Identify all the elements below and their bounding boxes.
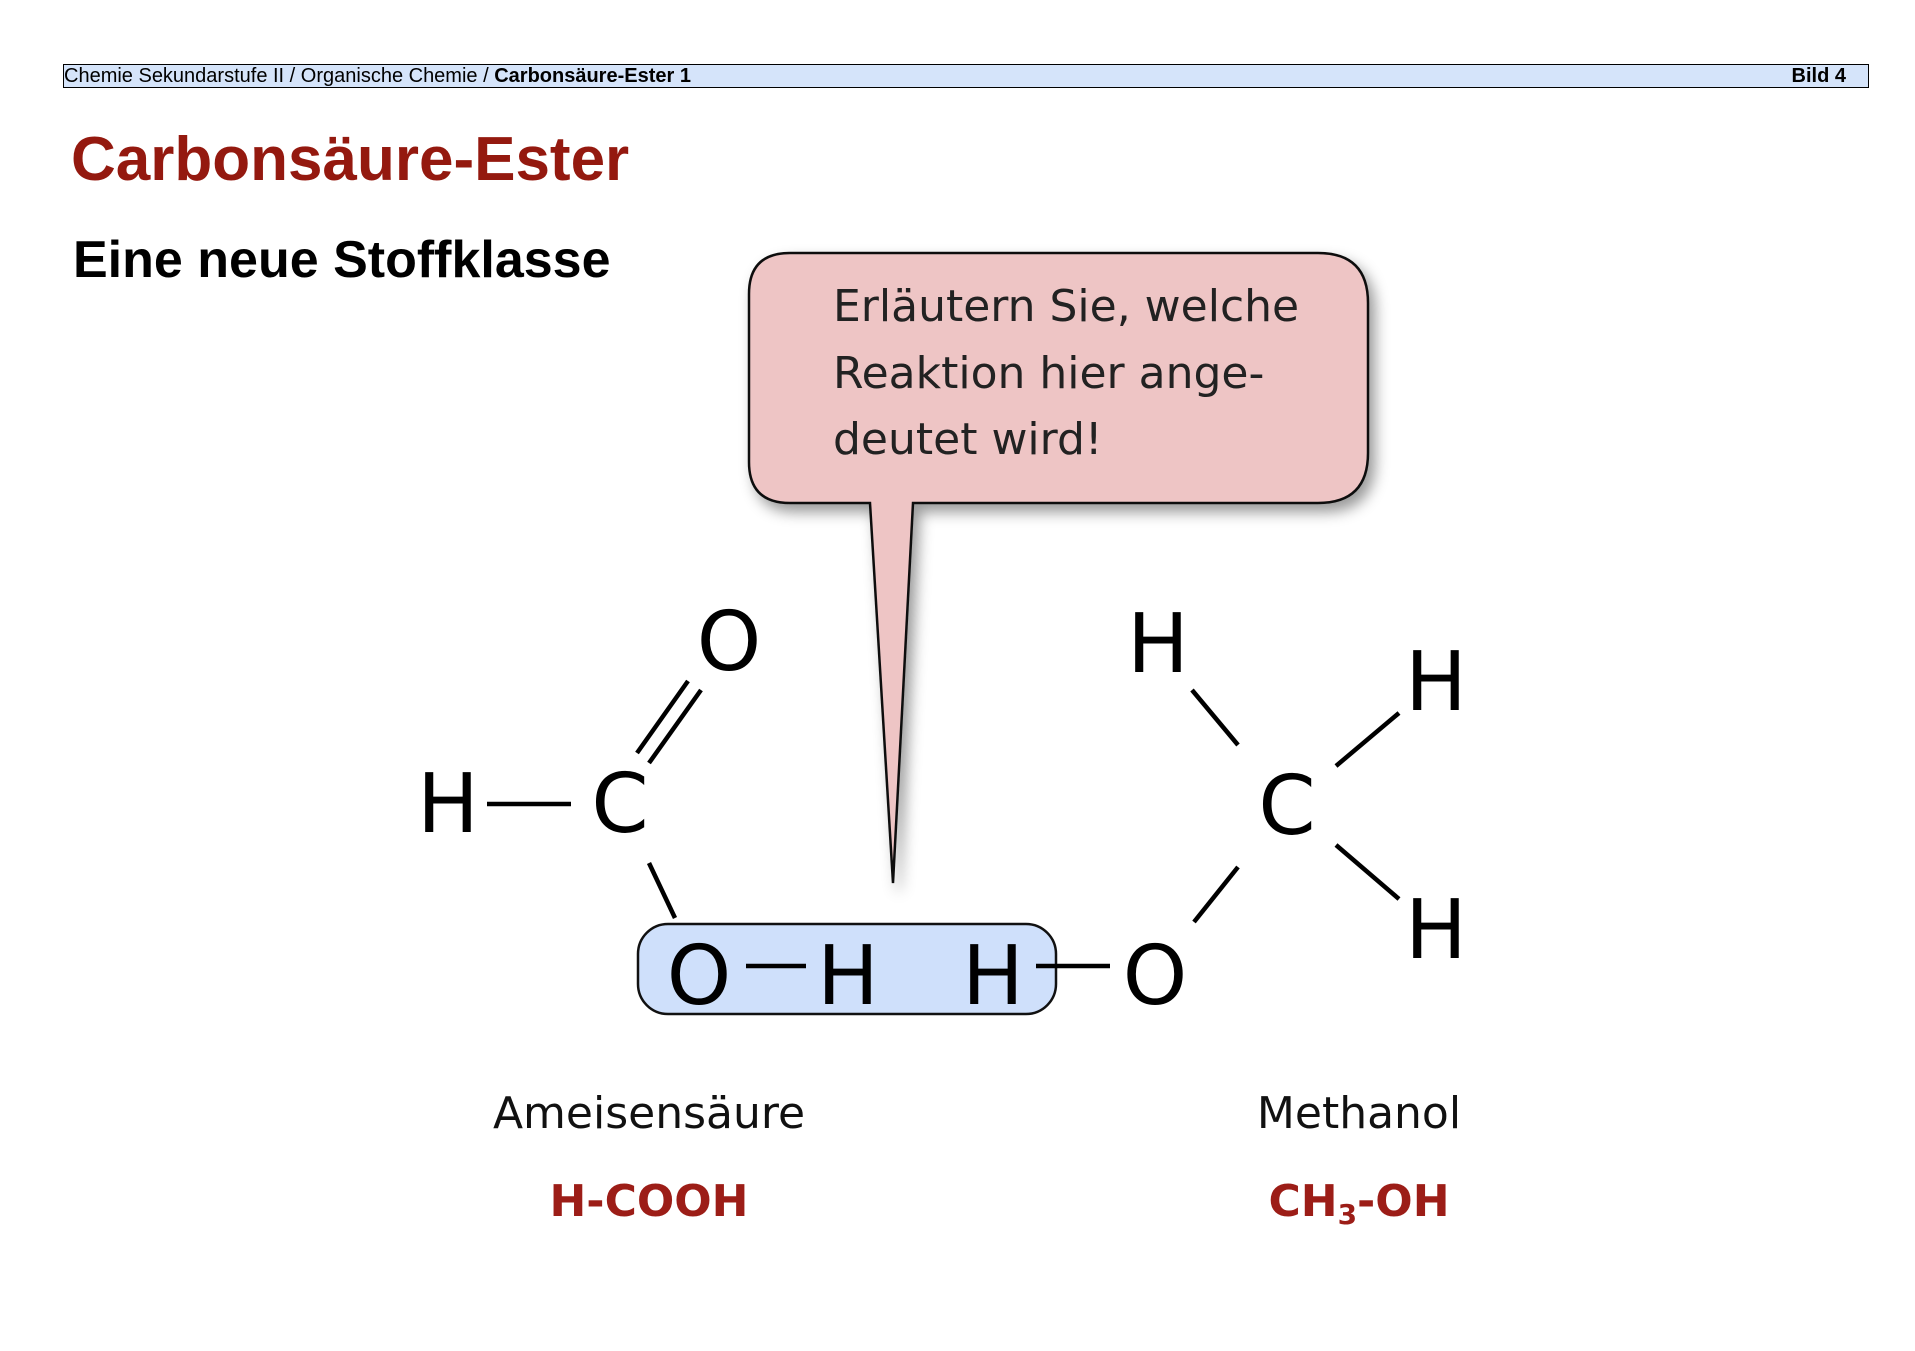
atom-c: C xyxy=(1258,759,1315,854)
methanol-formula-subscript: 3 xyxy=(1338,1198,1357,1231)
callout-text-line-2: Reaktion hier ange- xyxy=(833,348,1264,399)
atom-h-lower-right: H xyxy=(1405,883,1467,978)
header-bar: Chemie Sekundarstufe II / Organische Che… xyxy=(63,64,1869,88)
methanol-formula: CH3-OH xyxy=(1268,1176,1449,1231)
page-subtitle: Eine neue Stoffklasse xyxy=(73,231,611,289)
atom-h-left: H xyxy=(417,757,479,852)
atom-o-top: O xyxy=(697,595,762,690)
formic-acid-bonds xyxy=(487,679,806,969)
bond-c-o-single xyxy=(646,862,678,919)
bond-c-o-double-2 xyxy=(647,688,703,765)
bond-c-h-upper-right xyxy=(1334,711,1401,768)
atom-o: O xyxy=(1123,929,1188,1024)
methanol-molecule: H H C H H O xyxy=(962,597,1467,1024)
speech-bubble-callout: Erläutern Sie, welche Reaktion hier ange… xyxy=(747,251,1370,884)
bond-c-h-top xyxy=(1190,688,1240,747)
methanol-bonds xyxy=(1036,688,1401,969)
breadcrumb-path: Chemie Sekundarstufe II / Organische Che… xyxy=(64,65,495,87)
methanol-formula-part1: CH xyxy=(1268,1176,1337,1227)
callout-text-line-3: deutet wird! xyxy=(833,414,1103,465)
atom-c: C xyxy=(591,757,648,852)
methanol-name: Methanol xyxy=(1257,1088,1461,1139)
atom-h-left: H xyxy=(962,929,1024,1024)
water-highlight-box xyxy=(636,922,1058,1016)
formic-acid-molecule: H C O O H xyxy=(417,595,879,1024)
callout-text-line-1: Erläutern Sie, welche xyxy=(833,281,1299,332)
atom-o-bottom: O xyxy=(667,929,732,1024)
breadcrumb-current: Carbonsäure-Ester 1 xyxy=(494,65,691,87)
formic-acid-name: Ameisensäure xyxy=(493,1088,805,1139)
atom-h-bottom: H xyxy=(817,929,879,1024)
bond-c-o-double-1 xyxy=(635,679,690,755)
speech-bubble-shape xyxy=(747,251,1370,884)
formic-acid-formula: H-COOH xyxy=(549,1176,748,1227)
bond-c-o xyxy=(1192,865,1240,924)
methanol-formula-part2: -OH xyxy=(1357,1176,1450,1227)
bond-c-h-lower-right xyxy=(1334,843,1401,901)
atom-h-upper-right: H xyxy=(1405,635,1467,730)
page-title: Carbonsäure-Ester xyxy=(71,125,630,194)
atom-h-top: H xyxy=(1127,597,1189,692)
page-label: Bild 4 xyxy=(1791,65,1846,87)
breadcrumb: Chemie Sekundarstufe II / Organische Che… xyxy=(64,65,691,87)
